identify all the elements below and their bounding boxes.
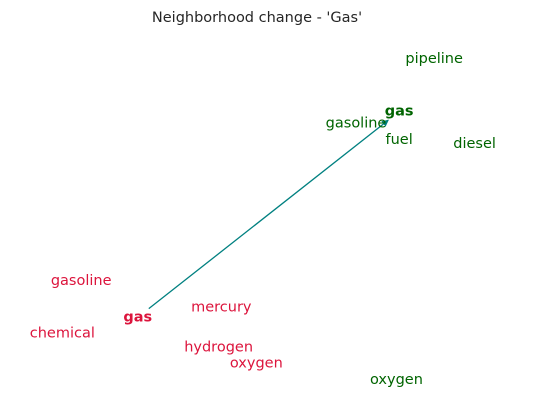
old-word-label: oxygen [230,356,283,372]
new-word-label-anchor: gas [385,104,414,120]
word-label-layer: gasgasolinechemicalmercuryhydrogenoxygen… [30,51,496,388]
chart-title: Neighborhood change - 'Gas' [152,10,362,26]
old-word-label: hydrogen [184,340,253,356]
old-word-label: chemical [30,325,95,341]
new-word-label: pipeline [405,51,463,67]
new-word-label: oxygen [370,372,423,388]
old-word-label: gasoline [51,273,112,289]
new-word-label: gasoline [326,116,387,132]
movement-arrow-layer [148,119,389,310]
old-word-label-anchor: gas [123,309,152,325]
new-word-label: fuel [386,132,413,148]
old-word-label: mercury [191,299,252,315]
new-word-label: diesel [453,136,496,152]
movement-arrow [148,119,389,310]
